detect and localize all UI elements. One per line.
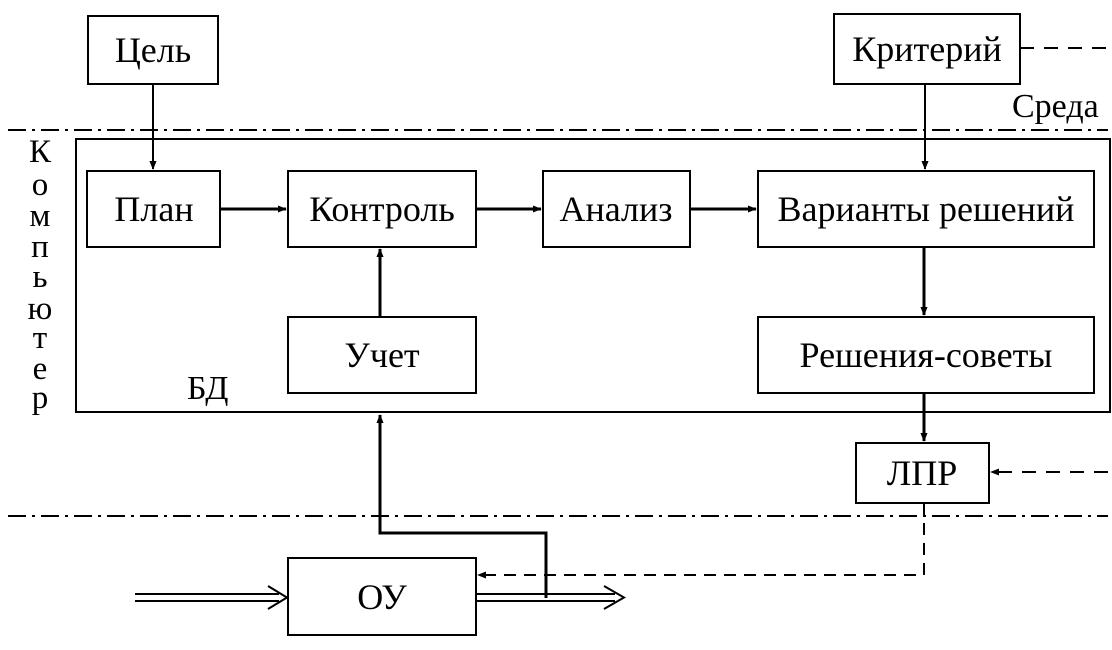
decision-maker-label: ЛПР	[887, 453, 957, 493]
computer-letter-7: т	[33, 320, 47, 356]
control-object-block: ОУ	[287, 557, 477, 636]
plan-block: План	[86, 170, 221, 248]
computer-letter-6: ю	[28, 291, 53, 327]
computer-letter-1: К	[29, 134, 52, 170]
control-label: Контроль	[309, 189, 455, 229]
arrow-decision-maker-to-control-object	[477, 503, 925, 579]
computer-letter-8: е	[33, 351, 48, 387]
computer-letter-4: п	[31, 229, 49, 265]
control-object-output-flow	[476, 585, 627, 610]
computer-letter-5: ь	[32, 259, 47, 295]
variants-block: Варианты решений	[757, 170, 1095, 248]
solutions-block: Решения-советы	[757, 316, 1095, 394]
computer-letter-2: о	[32, 167, 49, 203]
accounting-block: Учет	[287, 316, 477, 394]
analysis-label: Анализ	[559, 189, 672, 229]
database-label: БД	[187, 370, 228, 407]
environment-label: Среда	[1012, 88, 1099, 125]
accounting-label: Учет	[344, 335, 420, 375]
control-object-input-flow	[135, 585, 289, 610]
computer-letter-3: м	[30, 198, 51, 234]
plan-label: План	[114, 189, 193, 229]
criterion-block: Критерий	[833, 13, 1021, 85]
variants-label: Варианты решений	[778, 189, 1075, 229]
goal-block: Цель	[87, 15, 219, 85]
decision-maker-block: ЛПР	[855, 442, 990, 504]
criterion-label: Критерий	[852, 29, 1002, 69]
computer-boundary	[75, 138, 1111, 413]
analysis-block: Анализ	[542, 170, 691, 248]
computer-letter-9: р	[32, 380, 49, 416]
control-object-label: ОУ	[357, 577, 407, 617]
goal-label: Цель	[115, 30, 191, 70]
solutions-label: Решения-советы	[800, 335, 1053, 375]
arrow-control-object-feedback	[376, 414, 548, 598]
control-block: Контроль	[287, 170, 477, 248]
computer-vertical-label: К о м п ь ю т е р	[28, 134, 53, 416]
